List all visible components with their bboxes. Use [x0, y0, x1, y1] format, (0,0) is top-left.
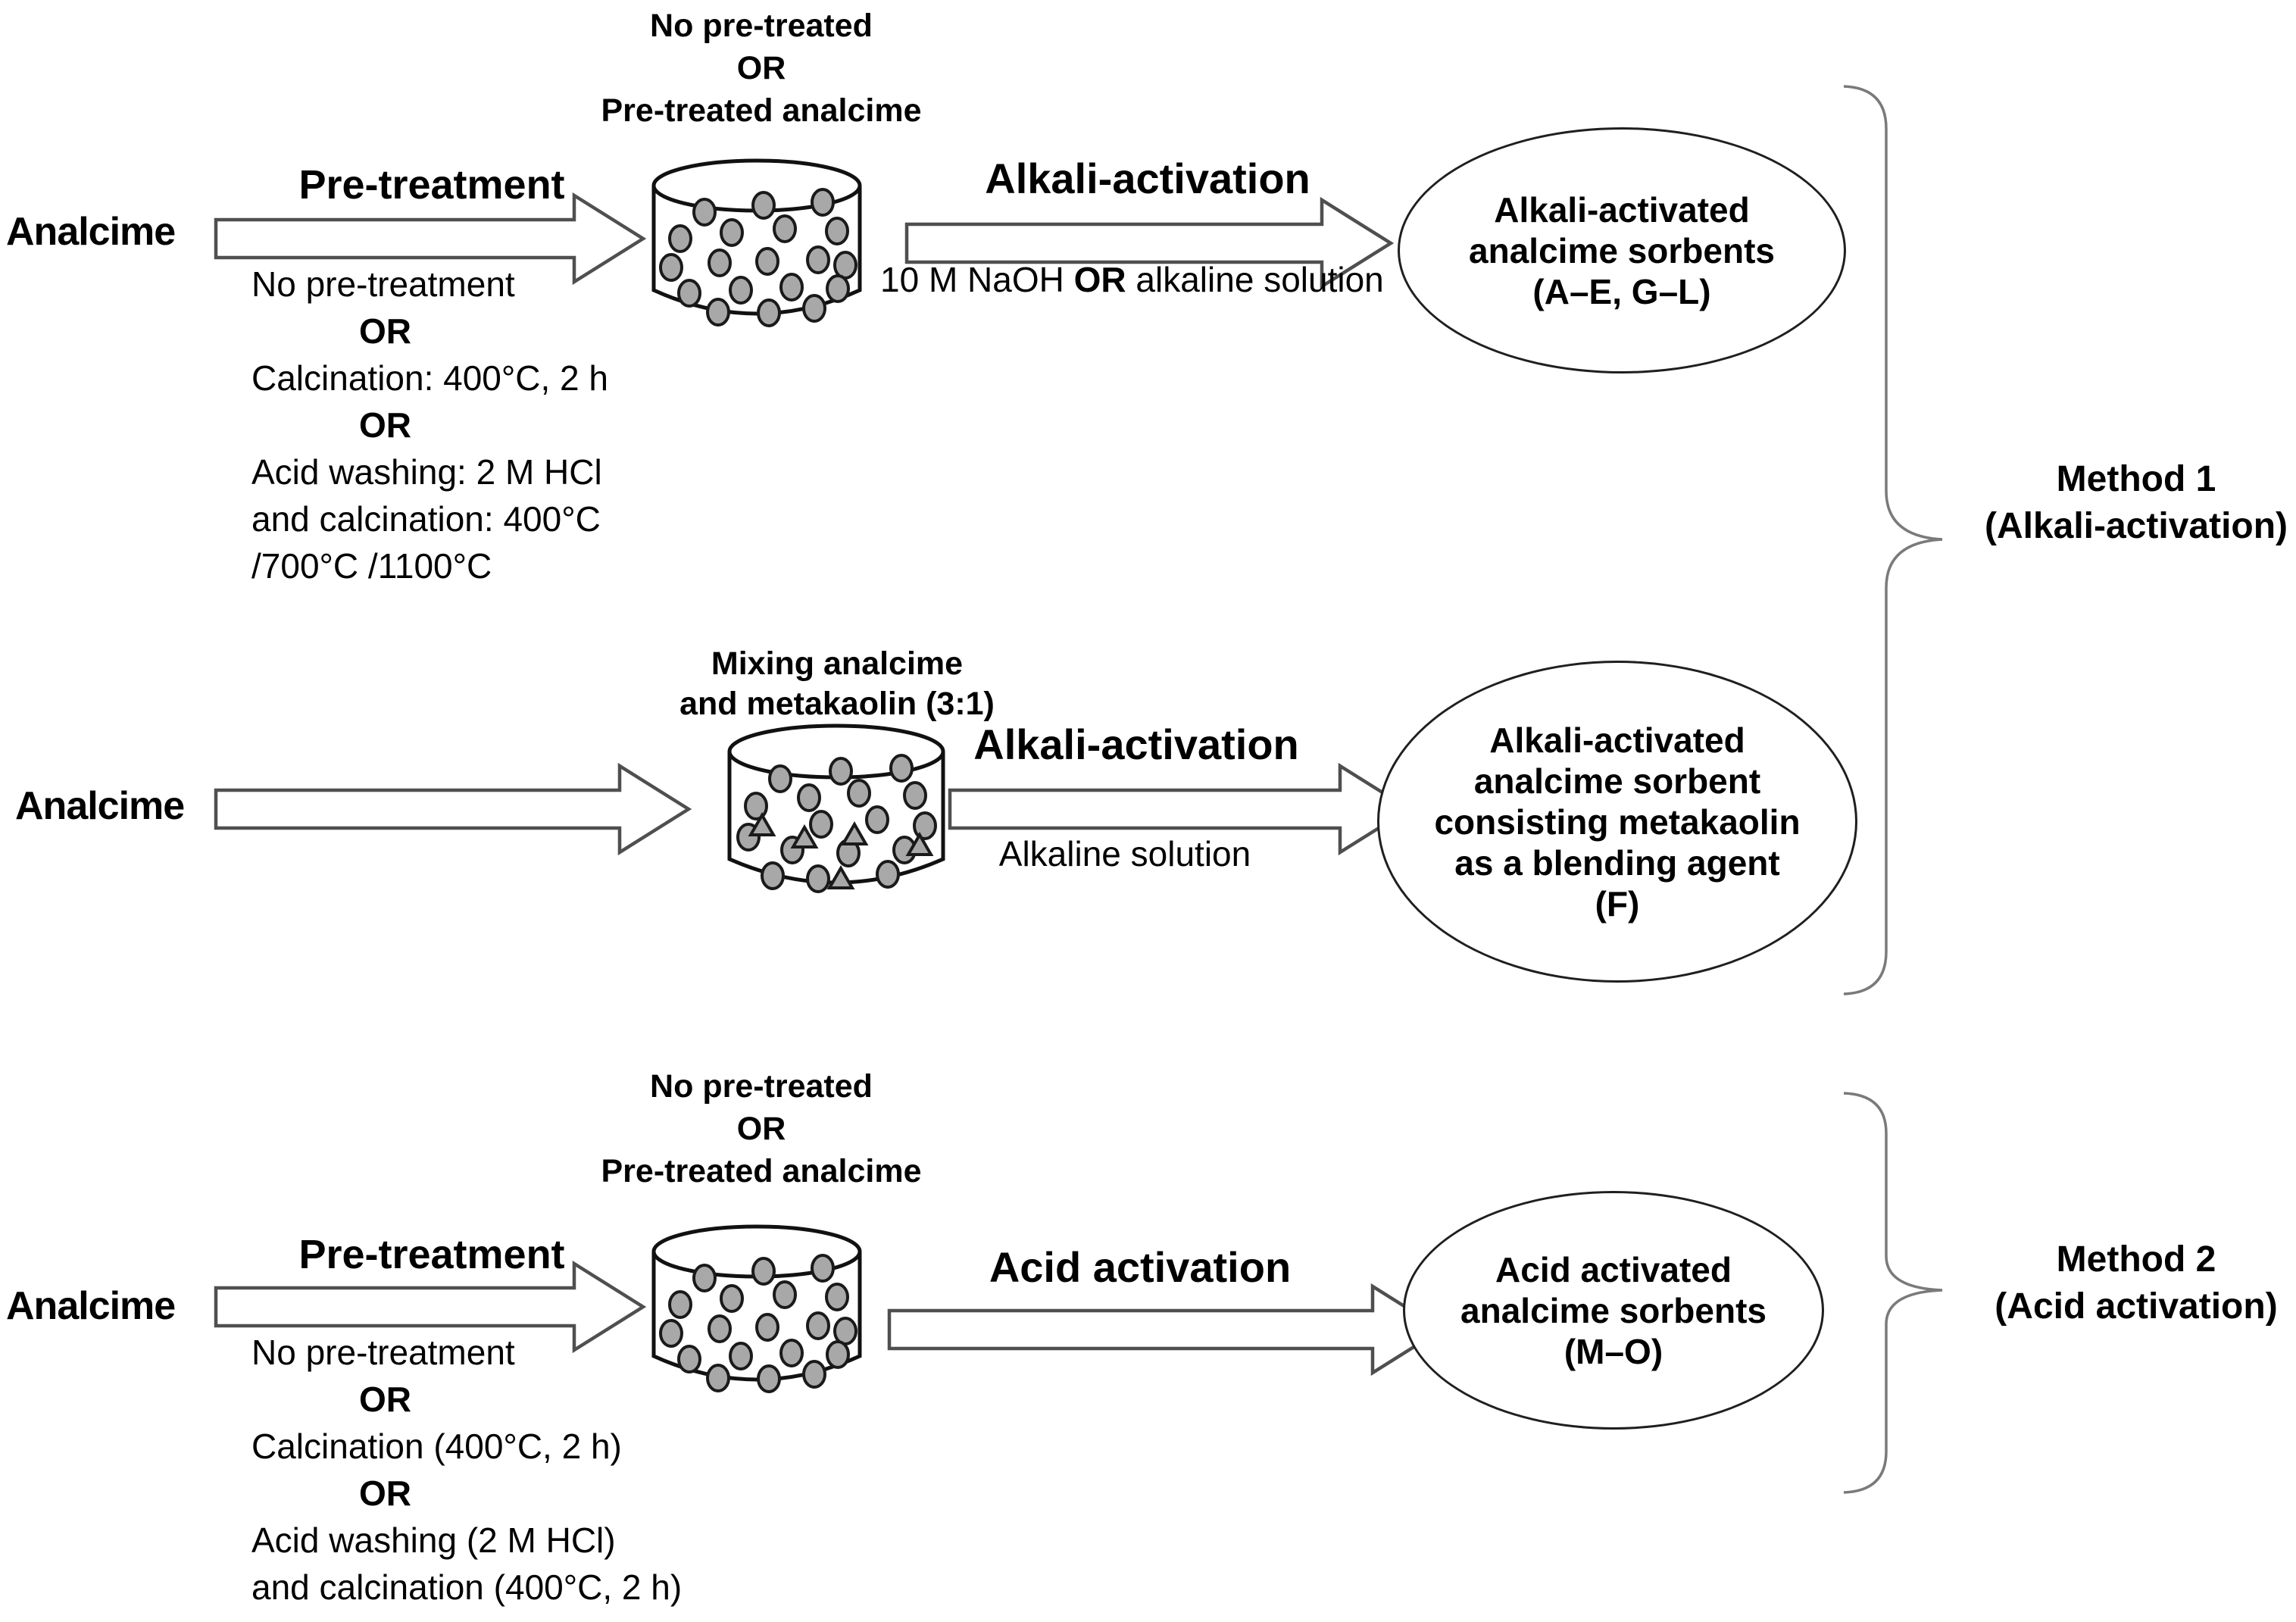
- pretreatment-arrow-row3: [214, 1260, 647, 1354]
- alkali-activation-label-row1: Alkali-activation: [985, 155, 1310, 202]
- vessel-label-line: Pre-treated analcime: [601, 92, 922, 129]
- or-label: OR: [359, 1474, 411, 1513]
- vessel-label-line: Pre-treated analcime: [601, 1153, 922, 1189]
- method1-label: Method 1 (Alkali-activation): [1962, 456, 2296, 550]
- result-text-line: analcime sorbents: [1469, 230, 1775, 270]
- or-label: OR: [359, 405, 411, 445]
- activation-condition-label-row2: Alkaline solution: [998, 834, 1251, 874]
- vessel-label-row1: No pre-treated OR Pre-treated analcime: [595, 5, 928, 132]
- method2-brace-icon: [1843, 1092, 1943, 1494]
- analcime-particles-icon: [659, 1254, 857, 1393]
- vessel-label-row2: Mixing analcime and metakaolin (3:1): [667, 644, 1007, 724]
- option-line: Calcination (400°C, 2 h): [251, 1427, 622, 1466]
- vessel-label-line: OR: [736, 1111, 786, 1147]
- pretreatment-options-row1: No pre-treatment OR Calcination: 400°C, …: [251, 261, 676, 589]
- pretreatment-label-row1: Pre-treatment: [298, 162, 565, 208]
- result-text-line: Alkali-activated: [1489, 720, 1745, 760]
- or-label: OR: [359, 1380, 411, 1419]
- result-ellipse-row1: Alkali-activated analcime sorbents (A–E,…: [1398, 127, 1846, 373]
- option-line: Acid washing: 2 M HCl: [251, 452, 602, 492]
- acid-activation-arrow-row3: [887, 1283, 1445, 1377]
- result-text-line: (M–O): [1563, 1331, 1663, 1371]
- result-text-line: as a blending agent: [1454, 842, 1780, 883]
- method-name: Method 1: [2056, 459, 2216, 499]
- alkali-activation-label-row2: Alkali-activation: [973, 720, 1299, 768]
- vessel-label-line: and metakaolin (3:1): [679, 686, 995, 722]
- cylinder-vessel-icon-row2: [727, 723, 945, 893]
- result-text-line: analcime sorbents: [1460, 1290, 1767, 1330]
- or-label: OR: [359, 311, 411, 351]
- option-line: No pre-treatment: [251, 264, 515, 304]
- pretreatment-arrow-row1: [214, 192, 647, 286]
- option-line: and calcination: 400°C: [251, 499, 601, 539]
- or-label: OR: [1073, 260, 1126, 299]
- option-line: No pre-treatment: [251, 1333, 515, 1372]
- method1-brace-icon: [1843, 85, 1943, 995]
- option-line: Calcination: 400°C, 2 h: [251, 358, 609, 398]
- alkali-activation-arrow-row2: [948, 762, 1413, 856]
- method-name: Method 2: [2056, 1239, 2216, 1280]
- option-line: /700°C /1100°C: [251, 546, 492, 586]
- pretreatment-label-row3: Pre-treatment: [298, 1232, 565, 1277]
- activation-condition-label-row1: 10 M NaOH OR alkaline solution: [880, 259, 1456, 300]
- vessel-label-row3: No pre-treated OR Pre-treated analcime: [595, 1065, 928, 1192]
- cylinder-vessel-icon-row1: [651, 158, 862, 327]
- method-detail: (Alkali-activation): [1984, 506, 2288, 546]
- option-line: and calcination (400°C, 2 h): [251, 1567, 683, 1607]
- result-text-line: consisting metakaolin: [1434, 802, 1801, 842]
- alkali-activation-arrow-row1: [904, 196, 1395, 290]
- condition-text: alkaline solution: [1136, 260, 1384, 299]
- mixing-arrow-row2: [214, 762, 692, 856]
- analcime-source-label-row2: Analcime: [15, 784, 185, 828]
- result-text-line: Acid activated: [1495, 1249, 1732, 1289]
- analcime-source-label-row3: Analcime: [6, 1284, 176, 1328]
- analcime-particles-icon: [659, 188, 857, 327]
- result-text-line: (F): [1595, 883, 1640, 924]
- method-detail: (Acid activation): [1995, 1286, 2278, 1327]
- vessel-label-line: No pre-treated: [650, 1068, 873, 1105]
- result-ellipse-row2: Alkali-activated analcime sorbent consis…: [1377, 661, 1857, 983]
- result-text-line: Alkali-activated: [1494, 189, 1750, 230]
- vessel-label-line: OR: [736, 50, 786, 86]
- option-line: Acid washing (2 M HCl): [251, 1520, 616, 1560]
- method2-label: Method 2 (Acid activation): [1962, 1236, 2296, 1330]
- result-text-line: (A–E, G–L): [1532, 271, 1711, 311]
- analcime-source-label-row1: Analcime: [6, 210, 176, 254]
- vessel-label-line: No pre-treated: [650, 8, 873, 44]
- analcime-metakaolin-particles-icon: [736, 754, 937, 893]
- result-ellipse-row3: Acid activated analcime sorbents (M–O): [1403, 1191, 1824, 1430]
- condition-text: 10 M NaOH: [880, 260, 1064, 299]
- acid-activation-label-row3: Acid activation: [989, 1243, 1292, 1291]
- cylinder-vessel-icon-row3: [651, 1224, 862, 1393]
- vessel-label-line: Mixing analcime: [711, 645, 964, 682]
- pretreatment-options-row3: No pre-treatment OR Calcination (400°C, …: [251, 1329, 721, 1611]
- result-text-line: analcime sorbent: [1473, 761, 1761, 801]
